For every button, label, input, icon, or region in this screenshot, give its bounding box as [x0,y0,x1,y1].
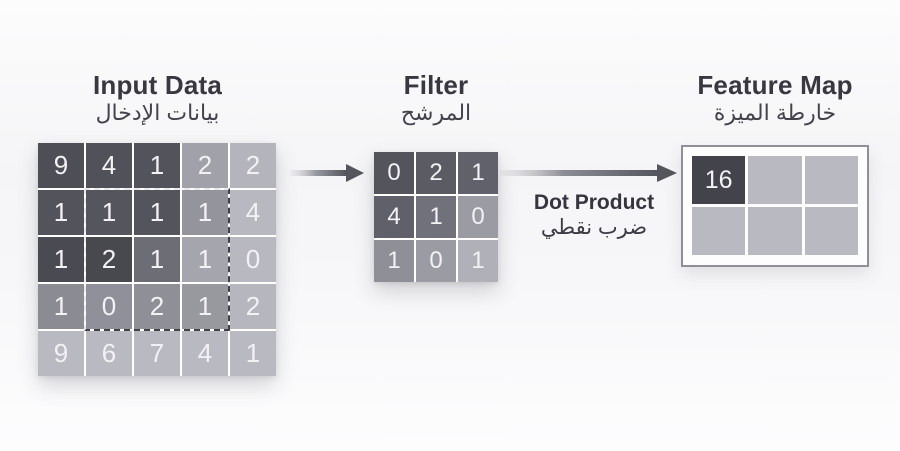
input-matrix-cell-value: 2 [197,150,213,180]
filter-matrix-cell-value: 2 [429,159,443,186]
filter-matrix-cell: 0 [416,240,456,282]
input-matrix-cell-value: 6 [101,338,117,368]
feature-map-cell [748,156,802,204]
input-matrix-cell-value: 1 [197,244,213,274]
input-matrix-cell-value: 1 [53,244,69,274]
input-matrix-cell-value: 1 [149,150,165,180]
input-matrix-cell: 1 [134,143,180,188]
input-matrix-cell-value: 2 [149,291,165,321]
input-matrix-cell: 1 [134,237,180,282]
input-matrix-cell-value: 4 [101,150,117,180]
arrow-filter-to-feature-map [500,164,677,182]
input-matrix-cell-value: 4 [245,197,261,227]
feature-map-frame: 16 [681,145,869,267]
feature-map-cell: 16 [692,156,746,204]
input-matrix-cell: 1 [182,284,228,329]
input-matrix-cell: 4 [86,143,132,188]
input-matrix-cell-value: 1 [53,291,69,321]
filter-matrix-cell-value: 0 [471,203,485,230]
input-matrix-cell-value: 7 [149,338,165,368]
input-matrix-cell-value: 1 [245,338,261,368]
input-matrix-cell: 9 [38,143,84,188]
filter-matrix-cell: 1 [458,152,498,194]
input-matrix-cell-value: 1 [197,291,213,321]
input-matrix-cell-value: 9 [53,150,69,180]
filter-matrix-cell: 1 [458,240,498,282]
input-matrix-cell: 1 [182,190,228,235]
input-matrix-cell: 0 [86,284,132,329]
feature-map-cell-value: 16 [704,165,733,194]
input-matrix-cell: 2 [182,143,228,188]
input-matrix-cell-value: 2 [245,150,261,180]
input-matrix-cell: 1 [38,237,84,282]
input-data-title-arabic: بيانات الإدخال [95,100,220,125]
input-matrix-cell-value: 0 [245,244,261,274]
feature-map-cell [692,207,746,255]
input-matrix-cell: 4 [230,190,276,235]
input-matrix-cell-value: 2 [245,291,261,321]
feature-map-title-arabic: خارطة الميزة [713,100,837,125]
feature-map-cell [748,207,802,255]
filter-matrix-cell: 1 [374,240,414,282]
filter-matrix-cell-value: 0 [429,247,443,274]
input-matrix-cell-value: 9 [53,338,69,368]
feature-map-matrix: 16 [692,156,858,256]
input-matrix-cell: 9 [38,331,84,376]
filter-matrix-cell: 1 [416,196,456,238]
input-matrix-cell: 1 [182,237,228,282]
input-matrix-cell: 2 [230,143,276,188]
input-matrix-cell-value: 4 [197,338,213,368]
filter-title: Filter [403,70,469,100]
input-matrix-cell: 2 [86,237,132,282]
filter-matrix-cell-value: 0 [387,159,401,186]
filter-matrix-cell: 4 [374,196,414,238]
input-matrix-cell: 1 [230,331,276,376]
filter-matrix-cell-value: 4 [387,203,401,230]
filter-matrix-cell: 0 [374,152,414,194]
input-matrix-cell: 7 [134,331,180,376]
input-matrix-cell-value: 1 [101,197,117,227]
filter-matrix-cell-value: 1 [429,203,443,230]
input-matrix-cell-value: 0 [101,291,117,321]
filter-title-arabic: المرشح [400,100,472,125]
filter-matrix-cell: 0 [458,196,498,238]
feature-map-cell [804,207,858,255]
input-matrix-cell: 2 [134,284,180,329]
input-matrix-cell-value: 2 [101,244,117,274]
feature-map-title: Feature Map [697,70,853,100]
filter-matrix-cell-value: 1 [387,247,401,274]
input-matrix-cell: 1 [38,284,84,329]
input-matrix-cell: 0 [230,237,276,282]
input-data-title: Input Data [92,70,223,100]
input-matrix-cell-value: 1 [149,197,165,227]
input-matrix-cell: 1 [134,190,180,235]
input-matrix-cell: 2 [230,284,276,329]
filter-matrix-cell-value: 1 [471,247,485,274]
filter-matrix-cell: 2 [416,152,456,194]
arrow-input-to-filter [290,164,364,182]
dot-product-label-arabic: ضرب نقطي [540,216,648,239]
feature-map-cell [804,156,858,204]
input-matrix-cell-value: 1 [197,197,213,227]
input-matrix-cell-value: 1 [149,244,165,274]
input-matrix-cell: 1 [38,190,84,235]
dot-product-label: Dot Product [533,191,655,214]
input-matrix-cell-value: 1 [53,197,69,227]
input-matrix-cell: 1 [86,190,132,235]
input-matrix-cell: 6 [86,331,132,376]
filter-matrix-cell-value: 1 [471,159,485,186]
filter-matrix: 0 2 1 4 1 0 1 0 1 [374,152,498,282]
input-matrix-cell: 4 [182,331,228,376]
